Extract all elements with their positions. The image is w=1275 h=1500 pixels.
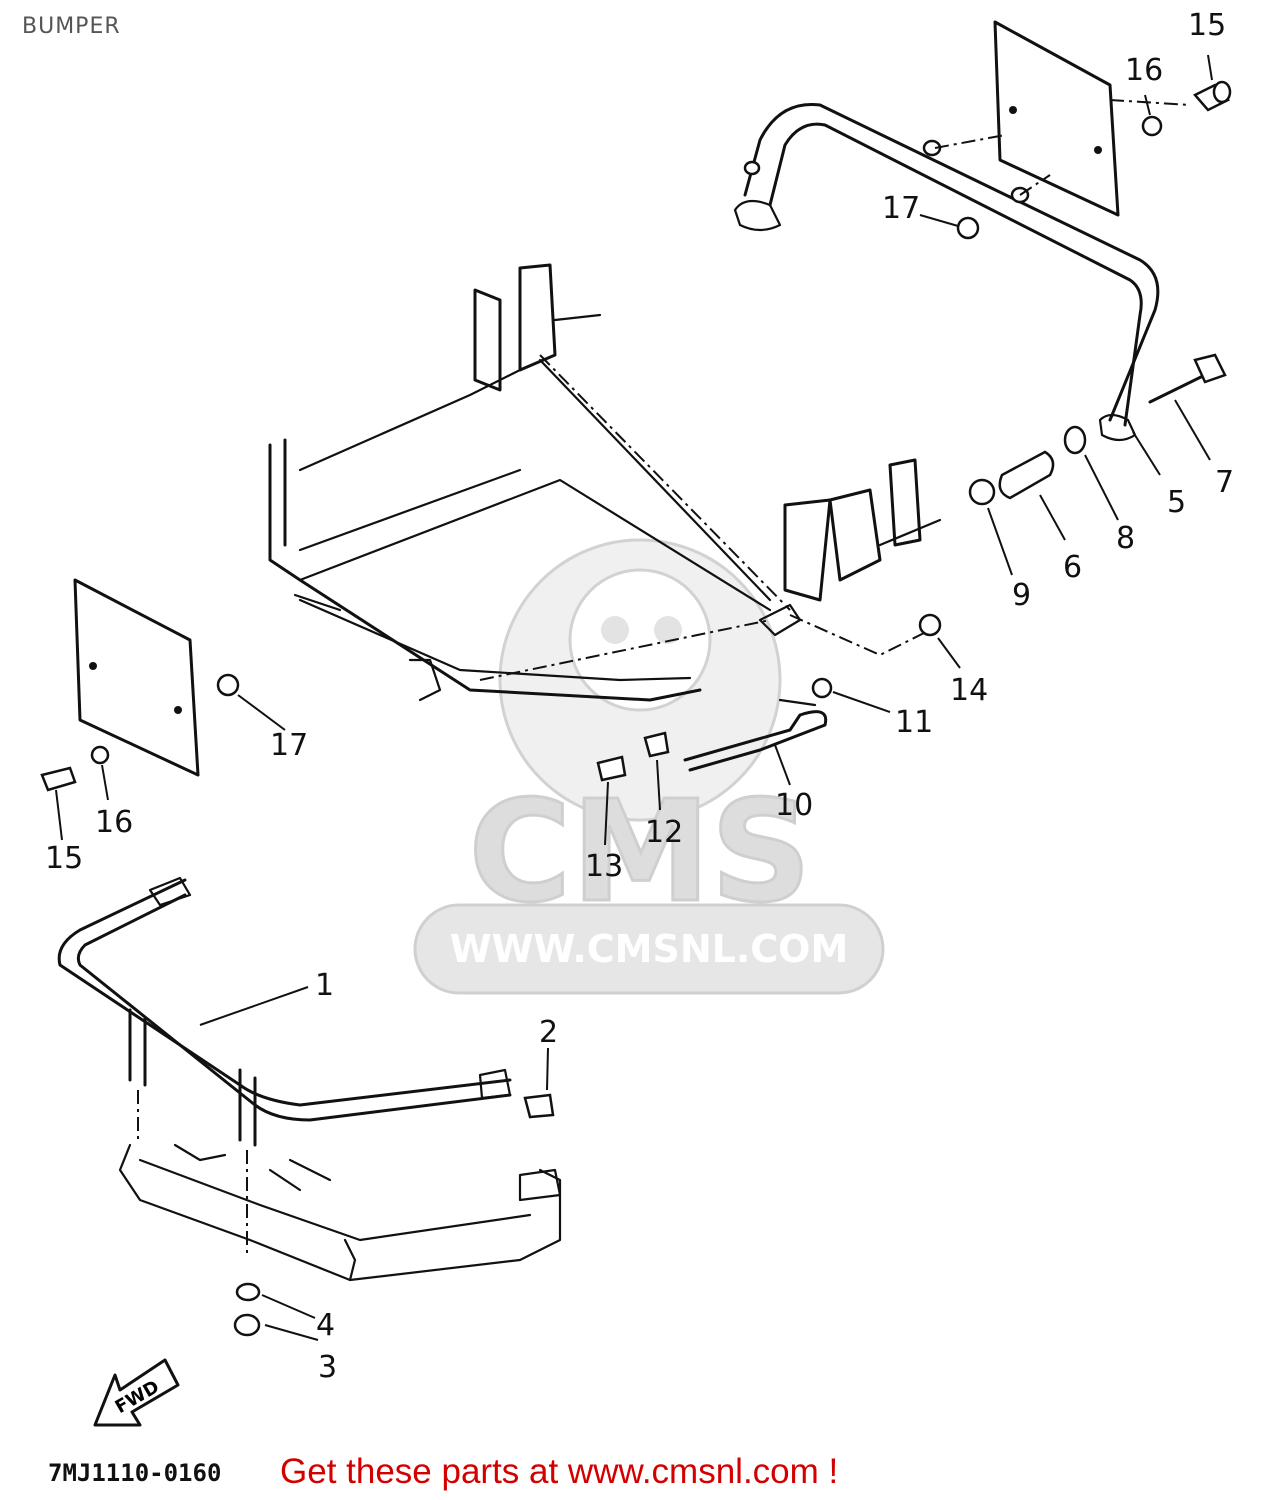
callout-12: 12 [645, 815, 683, 850]
diagram-code: 7MJ1110-0160 [48, 1459, 222, 1487]
callout-5: 5 [1167, 485, 1186, 520]
hardware [40, 80, 1232, 1337]
chassis-frame [268, 263, 942, 702]
cms-watermark: CMS WWW.CMSNL.COM [413, 538, 885, 995]
callout-17-front: 17 [270, 728, 308, 763]
callout-14: 14 [950, 673, 988, 708]
lower-frame [118, 1143, 562, 1282]
front-plate [73, 578, 200, 777]
callout-15-rear: 15 [1188, 8, 1226, 43]
callout-9: 9 [1012, 578, 1031, 613]
leader-lines [55, 54, 1213, 1341]
callout-1: 1 [315, 968, 334, 1003]
callout-16-rear: 16 [1125, 53, 1163, 88]
rear-bumper [733, 102, 1160, 442]
fwd-label: FWD [112, 1376, 163, 1418]
page-title: BUMPER [22, 14, 121, 39]
callout-labels: 1 2 3 4 5 6 7 8 9 10 11 12 13 14 15 16 1… [45, 8, 1234, 1385]
callout-11: 11 [895, 705, 933, 740]
callout-2: 2 [539, 1015, 558, 1050]
callout-17-rear: 17 [882, 191, 920, 226]
callout-7: 7 [1215, 465, 1234, 500]
callout-13: 13 [585, 849, 623, 884]
callout-6: 6 [1063, 550, 1082, 585]
watermark-url: WWW.CMSNL.COM [450, 927, 849, 971]
callout-16-front: 16 [95, 805, 133, 840]
callout-10: 10 [775, 788, 813, 823]
front-bumper [57, 876, 512, 1255]
rear-plate [934, 20, 1191, 217]
callout-15-front: 15 [45, 841, 83, 876]
callout-3: 3 [318, 1350, 337, 1385]
forward-arrow-icon: FWD [93, 1358, 180, 1427]
callout-4: 4 [316, 1308, 335, 1343]
promo-link[interactable]: Get these parts at www.cmsnl.com ! [280, 1452, 839, 1491]
callout-8: 8 [1116, 521, 1135, 556]
